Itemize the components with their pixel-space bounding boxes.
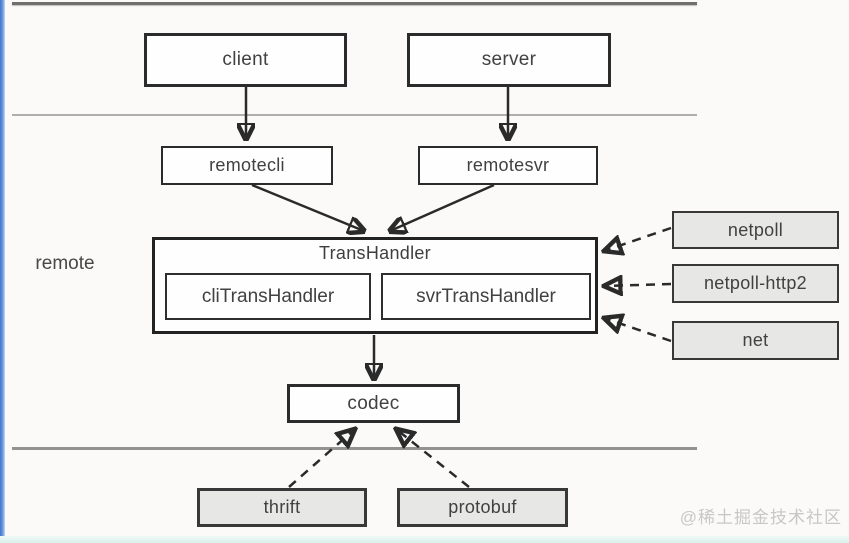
edge-remotesvr-transhandler <box>390 183 495 231</box>
node-transhandler-label: TransHandler <box>319 243 431 263</box>
node-codec: codec <box>287 384 460 423</box>
edge-netpoll-transhandler <box>604 226 672 251</box>
node-thrift-label: thrift <box>263 497 301 517</box>
node-net-label: net <box>742 330 769 350</box>
node-client: client <box>144 33 347 87</box>
watermark-text: @稀土掘金技术社区 <box>679 508 842 527</box>
bottom-accent-bar <box>0 536 849 543</box>
node-thrift: thrift <box>197 488 367 527</box>
edge-net-transhandler <box>604 318 672 343</box>
node-cli-transhandler: cliTransHandler <box>165 273 371 320</box>
node-transhandler: TransHandler cliTransHandler svrTransHan… <box>152 237 598 334</box>
node-svr-transhandler: svrTransHandler <box>381 273 591 320</box>
section-divider-bottom <box>12 447 697 450</box>
edge-netpollhttp2-transhandler <box>604 284 672 286</box>
node-remotesvr: remotesvr <box>418 146 598 185</box>
left-accent-bar <box>0 0 5 543</box>
edge-remotecli-transhandler <box>251 183 364 231</box>
node-protobuf-label: protobuf <box>448 497 517 517</box>
node-remotesvr-label: remotesvr <box>466 155 550 175</box>
node-client-label: client <box>222 49 269 70</box>
node-svr-transhandler-label: svrTransHandler <box>416 285 556 307</box>
node-server-label: server <box>481 49 537 70</box>
node-protobuf: protobuf <box>397 488 568 527</box>
edge-protobuf-codec <box>396 429 470 488</box>
node-netpoll: netpoll <box>672 211 839 249</box>
section-divider-top <box>12 2 697 5</box>
section-divider-middle <box>12 114 697 116</box>
node-codec-label: codec <box>347 392 400 414</box>
node-netpoll-http2-label: netpoll-http2 <box>704 273 807 293</box>
node-netpoll-label: netpoll <box>727 219 784 240</box>
node-netpoll-http2: netpoll-http2 <box>672 264 839 303</box>
node-net: net <box>672 321 839 360</box>
node-remotecli: remotecli <box>161 146 333 185</box>
node-remotecli-label: remotecli <box>209 155 285 175</box>
node-server: server <box>407 33 611 87</box>
node-cli-transhandler-label: cliTransHandler <box>201 285 335 307</box>
edge-thrift-codec <box>288 429 355 488</box>
remote-section-label: remote <box>35 253 95 274</box>
